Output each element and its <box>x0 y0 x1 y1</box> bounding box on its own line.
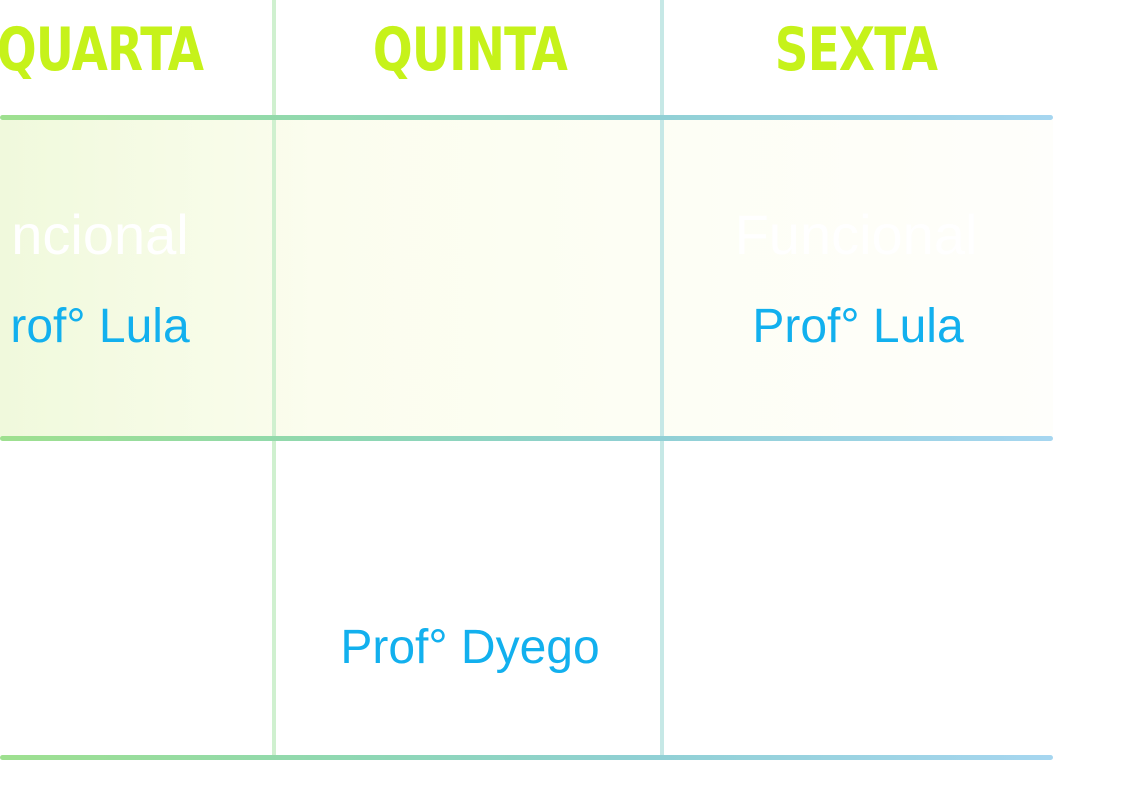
class-name-sexta: Funcional <box>734 203 978 266</box>
teacher-sexta-row1: Prof° Lula <box>752 300 964 353</box>
teacher-quinta-row2: Prof° Dyego <box>340 621 600 674</box>
teacher-quarta-row1: rof° Lula <box>10 300 190 353</box>
row-divider <box>0 755 1053 760</box>
column-divider <box>272 0 276 758</box>
day-header-quarta: QUARTA <box>0 15 204 85</box>
day-header-sexta: SEXTA <box>774 15 938 85</box>
row-1-background <box>0 120 1053 439</box>
day-header-quinta: QUINTA <box>372 15 568 85</box>
header-divider <box>0 115 1053 120</box>
row-2-background <box>0 441 1053 757</box>
class-name-quarta: ncional <box>11 203 189 266</box>
row-divider <box>0 436 1053 441</box>
column-divider <box>660 0 664 758</box>
